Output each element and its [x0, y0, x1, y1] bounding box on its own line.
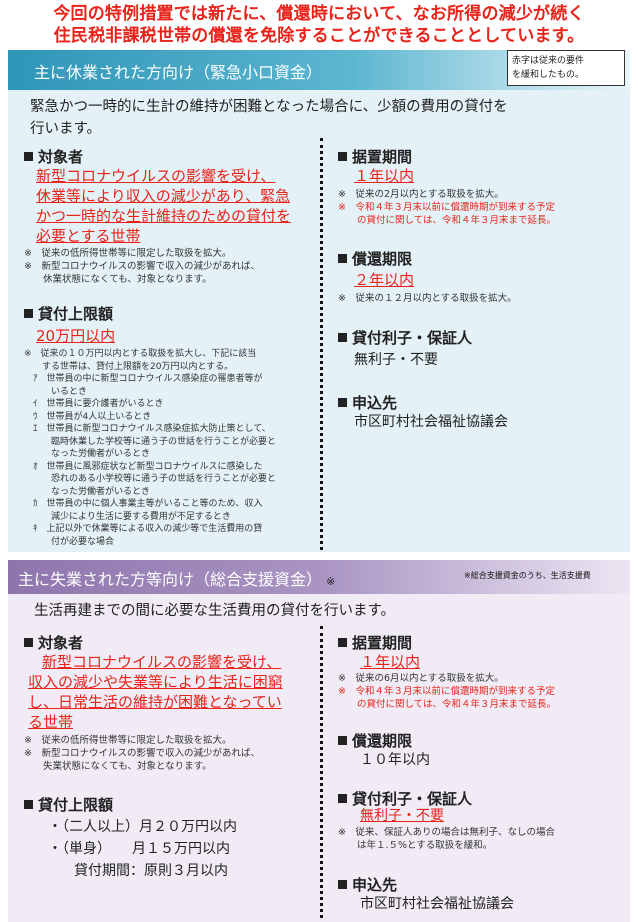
section2-deferment-value: １年以内 [360, 653, 421, 671]
section2-deferment-notes: ※ 従来の6月以内とする取扱を拡大。 ※ 令和４年３月末以前に償還時期が到来する… [338, 673, 557, 710]
section1-note-box: 赤字は従来の要件 を緩和したもの。 [507, 50, 625, 86]
section2-note: ※総合支援資金のうち、生活支援費 [464, 571, 591, 580]
section2-limit-lines: ・（二人以上）月２０万円以内 ・（単身） 月１５万円以内 貸付期間：原則３月以内 [48, 819, 237, 879]
section2-interest-heading: 貸付利子・保証人 [338, 788, 472, 809]
section1-target-red: 新型コロナウイルスの影響を受け、 休業等により収入の減少があり、緊急 かつ一時的… [36, 167, 292, 245]
square-bullet-icon [338, 333, 347, 342]
square-bullet-icon [338, 880, 347, 889]
square-bullet-icon [24, 638, 33, 647]
note-line-1: 赤字は従来の要件 [512, 56, 585, 66]
section2-target-heading: 対象者 [24, 632, 83, 653]
headline-line-1: 今回の特例措置では新たに、償還時において、なお所得の減少が続く [53, 4, 585, 24]
square-bullet-icon [338, 638, 347, 647]
section1-repayment-notes: ※ 従来の１２月以内とする取扱を拡大。 [338, 293, 517, 304]
section1-apply-heading: 申込先 [338, 392, 397, 413]
section2-apply-value: 市区町村社会福祉協議会 [360, 896, 514, 912]
section1-repayment-heading: 償還期限 [338, 248, 412, 269]
section1-limit-heading: 貸付上限額 [24, 303, 113, 324]
square-bullet-icon [24, 309, 33, 318]
section2-intro: 生活再建までの間に必要な生活費用の貸付を行います。 [34, 603, 396, 619]
section1-limit-notes: ※ 従来の１０万円以内とする取扱を拡大し、下記に該当 する世帯は、貸付上限額を2… [24, 349, 277, 547]
headline: 今回の特例措置では新たに、償還時において、なお所得の減少が続く 住民税非課税世帯… [0, 3, 638, 47]
section1-repayment-value: ２年以内 [354, 271, 415, 289]
section2-title: 主に失業された方等向け（総合支援資金）※ [18, 570, 336, 589]
section2-panel [8, 594, 630, 922]
section1-limit-amount: 20万円以内 [36, 327, 116, 345]
square-bullet-icon [338, 736, 347, 745]
square-bullet-icon [338, 254, 347, 263]
section2-target-notes: ※ 従来の低所得世帯等に限定した取扱を拡大。 ※ 新型コロナウイルスの影響で収入… [24, 735, 260, 772]
headline-line-2: 住民税非課税世帯の償還を免除することができることとしています。 [53, 26, 585, 46]
section1-deferment-heading: 据置期間 [338, 146, 412, 167]
section2-target-red: 新型コロナウイルスの影響を受け、 収入の減少や失業等により生活に困窮 し、日常生… [28, 653, 283, 731]
section1-deferment-value: １年以内 [354, 167, 415, 185]
section2-interest-value: 無利子・不要 [360, 808, 444, 824]
section2-title-band: 主に失業された方等向け（総合支援資金）※ [8, 560, 630, 594]
square-bullet-icon [24, 152, 33, 161]
section1-apply-value: 市区町村社会福祉協議会 [354, 414, 508, 430]
square-bullet-icon [338, 794, 347, 803]
section2-repayment-value: １０年以内 [360, 752, 430, 768]
note-line-2: を緩和したもの。 [512, 70, 585, 80]
section2-apply-heading: 申込先 [338, 874, 397, 895]
section1-target-heading: 対象者 [24, 146, 83, 167]
section2-divider [320, 626, 323, 918]
section1-deferment-notes: ※ 従来の2月以内とする取扱を拡大。 ※ 令和４年３月末以前に償還時期が到来する… [338, 189, 557, 226]
section2-limit-heading: 貸付上限額 [24, 794, 113, 815]
section1-intro: 緊急かつ一時的に生計の維持が困難となった場合に、少額の費用の貸付を 行います。 [30, 99, 508, 137]
square-bullet-icon [24, 800, 33, 809]
section2-interest-notes: ※ 従来、保証人ありの場合は無利子、なしの場合 は年１.５%とする取扱を緩和。 [338, 827, 555, 851]
section2-deferment-heading: 据置期間 [338, 632, 412, 653]
section2-repayment-heading: 償還期限 [338, 730, 412, 751]
section1-panel [8, 90, 630, 552]
square-bullet-icon [338, 152, 347, 161]
section1-interest-value: 無利子・不要 [354, 352, 438, 368]
section1-target-notes: ※ 従来の低所得世帯等に限定した取扱を拡大。 ※ 新型コロナウイルスの影響で収入… [24, 248, 260, 285]
section1-divider [320, 138, 323, 550]
section1-title: 主に休業された方向け（緊急小口資金） [34, 63, 323, 82]
square-bullet-icon [338, 398, 347, 407]
section1-interest-heading: 貸付利子・保証人 [338, 327, 472, 348]
